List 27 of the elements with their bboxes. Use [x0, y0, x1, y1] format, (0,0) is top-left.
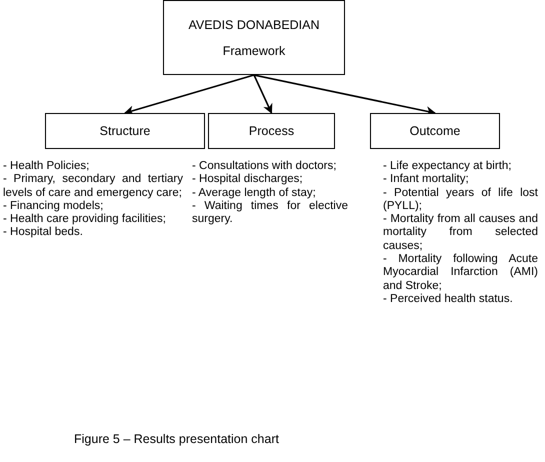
figure-caption: Figure 5 – Results presentation chart: [74, 432, 279, 446]
bullet-item: - Primary, secondary and tertiary levels of care and emergency care;: [3, 173, 183, 200]
bullet-item: - Consultations with doctors;: [192, 160, 338, 174]
bullet-item: - Waiting times for elective surgery.: [192, 200, 348, 226]
bullet-item: - Average length of stay;: [192, 186, 317, 200]
bullet-item: - Potential years of life lost (PYLL);: [383, 186, 538, 214]
bullet-item: - Perceived health status.: [383, 292, 514, 306]
framework-box: [208, 113, 335, 149]
bullet-item: - Financing models;: [3, 200, 104, 214]
box-title: Process: [248, 124, 294, 138]
arrow: [124, 74, 254, 116]
framework-box: [163, 0, 345, 75]
bullet-item: - Health care providing facilities;: [3, 213, 167, 226]
box-title: Structure: [100, 124, 150, 138]
bullet-item: - Life expectancy at birth;: [383, 160, 512, 174]
box-subtitle: Framework: [222, 44, 286, 58]
framework-box: [45, 113, 205, 149]
arrow: [253, 74, 272, 114]
bullet-item: - Infant mortality;: [383, 173, 470, 187]
bullet-item: - Hospital discharges;: [192, 173, 304, 187]
bullet-item: - Mortality from all causes and mortality from selected causes;: [383, 213, 538, 254]
bullet-item: - Hospital beds.: [3, 226, 84, 240]
bullet-item: - Health Policies;: [3, 160, 90, 174]
bullet-item: - Mortality following Acute Myocardial Infarction (AMI) and Stroke;: [383, 253, 538, 293]
box-title: AVEDIS DONABEDIAN: [188, 18, 320, 32]
framework-box: [370, 113, 500, 149]
box-title: Outcome: [410, 124, 460, 138]
